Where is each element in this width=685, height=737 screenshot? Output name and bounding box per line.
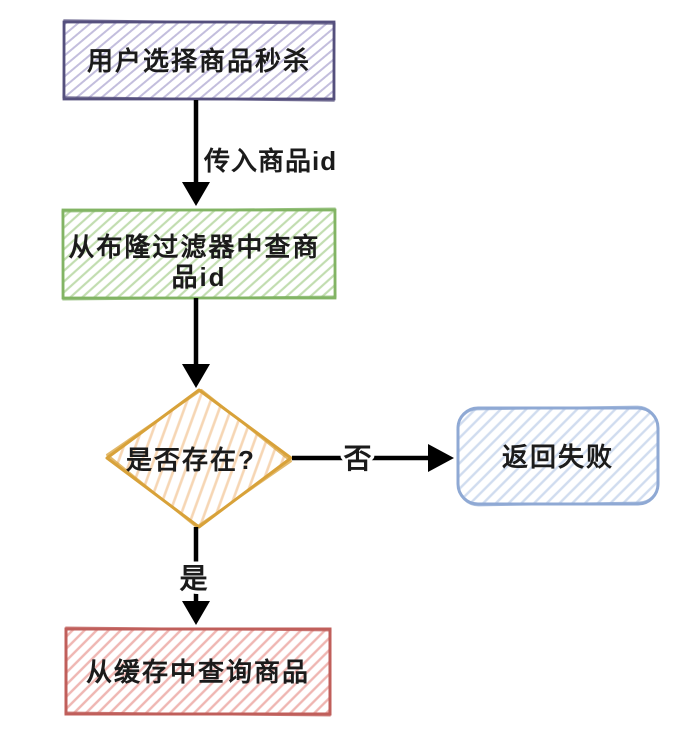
edge-decision-to-cache: 是: [176, 527, 211, 625]
node-start-sketch-stroke: [62, 19, 336, 102]
edge-start-to-bloom-label: 传入商品id: [203, 146, 337, 176]
edge-start-to-bloom: 传入商品id: [182, 100, 337, 206]
arrowhead-right-icon: [428, 444, 454, 472]
edge-decision-to-fail: 否: [292, 440, 454, 478]
arrowhead-down-icon: [182, 601, 210, 625]
node-query-cache-shape: [64, 627, 332, 716]
node-bloom-filter-label: 从布隆过滤器中查商 品id: [68, 232, 329, 292]
arrowhead-down-icon: [182, 182, 210, 206]
arrowhead-down-icon: [182, 364, 210, 388]
node-return-fail: 返回失败: [456, 405, 660, 507]
node-decision-label: 是否存在?: [126, 445, 256, 475]
node-decision: 是否存在?: [105, 388, 293, 529]
node-start-label: 用户选择商品秒杀: [87, 46, 311, 76]
node-query-cache-sketch-stroke: [64, 626, 332, 717]
node-decision-sketch-stroke: [105, 388, 293, 529]
edge-decision-to-fail-label: 否: [343, 443, 372, 474]
node-query-cache: 从缓存中查询商品: [64, 626, 332, 717]
edge-bloom-to-decision: [182, 298, 210, 388]
node-start-shape: [62, 20, 336, 101]
node-bloom-filter-sketch-stroke: [61, 207, 337, 301]
node-query-cache-label: 从缓存中查询商品: [86, 657, 310, 687]
edge-decision-to-cache-label: 是: [179, 563, 208, 594]
node-bloom-filter: 从布隆过滤器中查商 品id: [61, 207, 337, 301]
node-start: 用户选择商品秒杀: [62, 19, 336, 102]
node-return-fail-label: 返回失败: [502, 442, 614, 472]
node-return-fail-sketch-stroke: [456, 405, 660, 507]
